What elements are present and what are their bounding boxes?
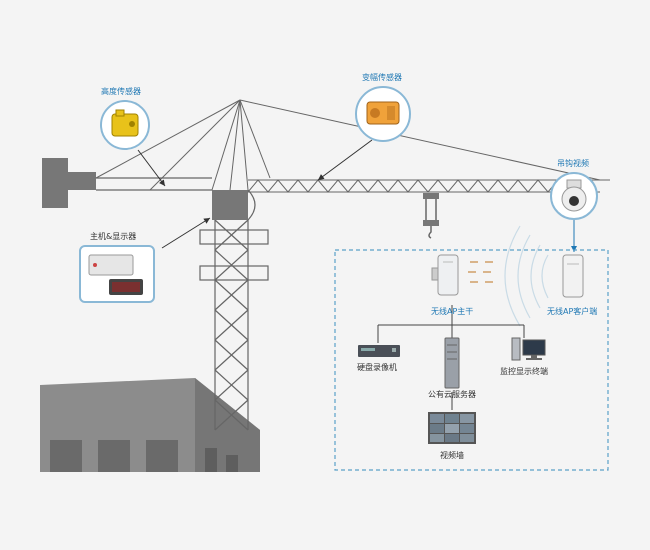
height-sensor-image <box>100 100 150 150</box>
crane-cab <box>212 190 248 220</box>
network-boundary <box>334 249 609 471</box>
crane-jib <box>247 179 610 193</box>
ap-main-label: 无线AP主干 <box>431 307 474 316</box>
signal-dashes <box>468 261 493 283</box>
video-wall-device <box>428 412 476 444</box>
monitor-terminal-device <box>511 337 546 361</box>
amplitude-sensor-arrow <box>317 139 373 181</box>
hook-camera-image <box>550 172 598 220</box>
height-sensor-label: 高度传感器 <box>101 87 141 96</box>
cloud-server-label: 公有云服务器 <box>428 390 476 399</box>
hdd-recorder-device <box>358 345 400 357</box>
host-arrow <box>161 217 211 249</box>
hdd-recorder-label: 硬盘录像机 <box>357 363 397 372</box>
host-display-label: 主机&显示器 <box>90 232 137 241</box>
ap-client-device <box>562 254 584 298</box>
counter-jib <box>42 99 241 208</box>
trolley-hook <box>423 193 439 239</box>
monitor-terminal-label: 监控显示终端 <box>500 367 548 376</box>
crane-mast <box>199 219 269 431</box>
ap-client-label: 无线AP客户端 <box>547 307 598 316</box>
network-lines <box>377 305 525 410</box>
video-wall-label: 视频墙 <box>440 451 464 460</box>
hook-video-label: 吊钩视频 <box>557 159 589 168</box>
host-display-image <box>79 245 155 303</box>
wireless-waves <box>504 225 549 327</box>
amplitude-sensor-image <box>355 86 411 142</box>
crane-cables <box>149 99 601 191</box>
amplitude-sensor-label: 变幅传感器 <box>362 73 402 82</box>
ap-main-device <box>431 254 459 296</box>
cloud-server-device <box>444 337 460 389</box>
building <box>40 378 260 472</box>
height-sensor-arrow <box>137 149 166 187</box>
